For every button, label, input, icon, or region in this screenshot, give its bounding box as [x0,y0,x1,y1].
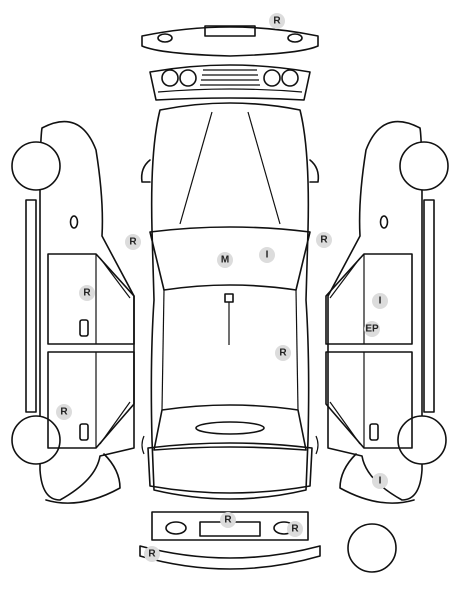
svg-text:I: I [379,296,382,307]
svg-text:R: R [60,407,68,418]
marker-left-mirror[interactable]: R [125,234,141,250]
svg-text:I: I [379,476,382,487]
spare-tire [347,523,397,573]
svg-text:R: R [129,237,137,248]
marker-right-rear-wheel[interactable]: I [372,473,388,489]
svg-text:R: R [291,524,299,535]
svg-text:R: R [320,235,328,246]
right-side-view [325,120,449,504]
marker-left-rear-wheel[interactable]: R [56,404,72,420]
marker-rear-bumper-left[interactable]: R [144,546,160,562]
marker-windshield-left[interactable]: M [217,252,233,268]
marker-windshield-right[interactable]: I [259,247,275,263]
svg-text:EP: EP [365,324,379,335]
marker-right-mirror[interactable]: R [316,232,332,248]
front-bumper [141,25,319,57]
left-side-view [11,120,135,504]
marker-roof[interactable]: R [275,345,291,361]
marker-rear-bumper-right[interactable]: R [287,521,303,537]
car-body [140,102,320,500]
svg-text:R: R [148,549,156,560]
svg-text:R: R [279,348,287,359]
marker-right-front-door[interactable]: I [372,293,388,309]
marker-rear-bumper-center[interactable]: R [220,512,236,528]
marker-right-door-handle[interactable]: EP [364,321,380,337]
front-fascia [149,64,311,101]
marker-left-front-door[interactable]: R [79,285,95,301]
svg-text:R: R [273,16,281,27]
svg-text:I: I [266,250,269,261]
svg-text:R: R [83,288,91,299]
svg-text:M: M [221,255,229,266]
svg-text:R: R [224,515,232,526]
marker-front-bumper-top[interactable]: R [269,13,285,29]
